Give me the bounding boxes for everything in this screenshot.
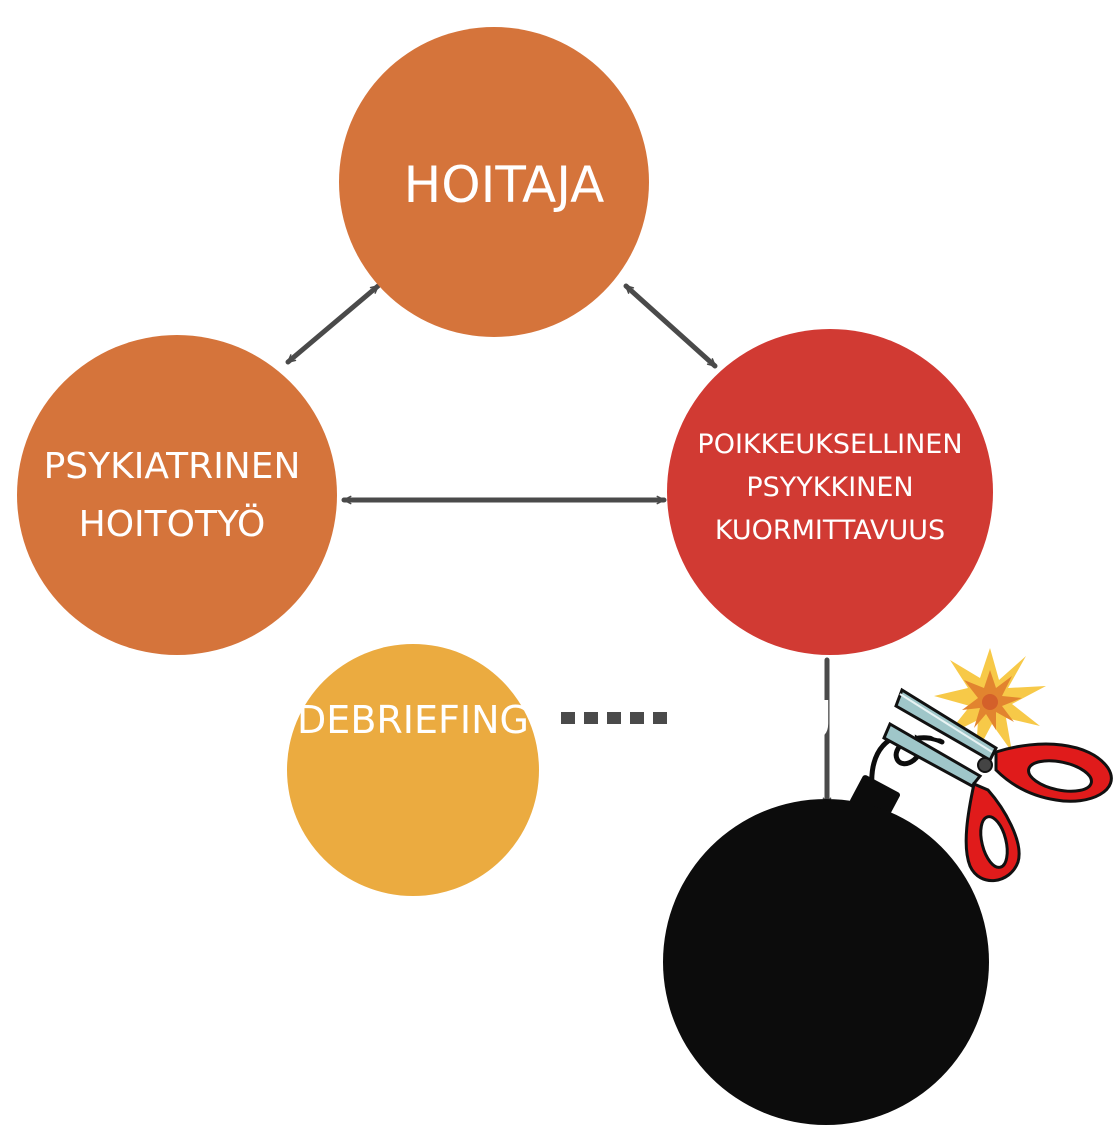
arrow-hoitaja-psykiatrinen	[285, 283, 381, 365]
node-poikkeuksellinen-circle	[667, 329, 993, 655]
node-psykiatrinen-circle	[17, 335, 337, 655]
node-debriefing: DEBRIEFING	[287, 644, 539, 896]
node-psykiatrinen-label-line1: PSYKIATRINEN	[44, 446, 301, 487]
node-hoitaja-label: HOITAJA	[404, 156, 605, 214]
dotted-connector	[561, 712, 667, 724]
node-poikkeuksellinen: POIKKEUKSELLINEN PSYYKKINEN KUORMITTAVUU…	[667, 329, 993, 655]
node-psykiatrinen-hoitotyo: PSYKIATRINEN HOITOTYÖ	[17, 335, 337, 655]
node-hoitaja: HOITAJA	[339, 27, 649, 337]
node-poikkeuksellinen-label-line3: KUORMITTAVUUS	[715, 515, 945, 546]
scissors-icon	[882, 687, 1113, 883]
node-hoitaja-circle	[339, 27, 649, 337]
arrow-hoitaja-poikkeuksellinen	[623, 283, 718, 369]
node-poikkeuksellinen-label-line1: POIKKEUKSELLINEN	[697, 429, 962, 460]
node-debriefing-circle	[287, 644, 539, 896]
node-defusing-circle	[663, 799, 989, 1125]
node-debriefing-label: DEBRIEFING	[297, 698, 529, 742]
node-poikkeuksellinen-label-line2: PSYYKKINEN	[746, 472, 913, 503]
node-psykiatrinen-label-line2: HOITOTYÖ	[79, 503, 266, 545]
